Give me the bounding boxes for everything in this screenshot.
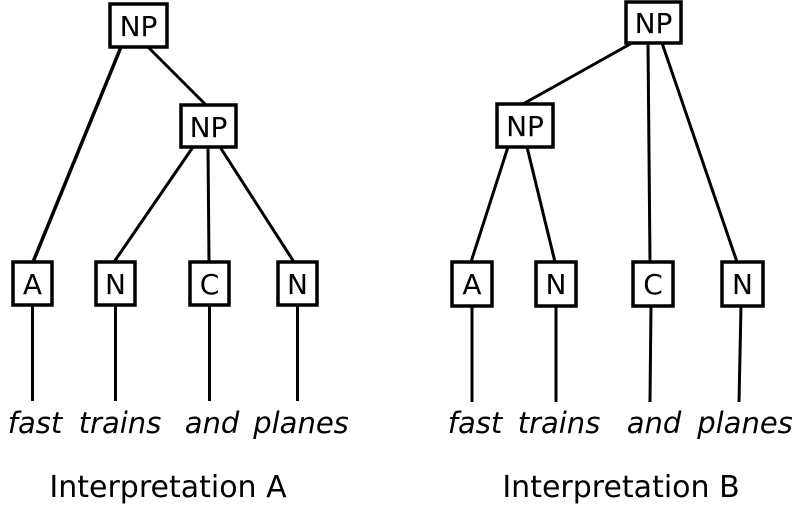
edge-rootB-to-innerNP (522, 41, 633, 106)
leaf-box-n1 (534, 260, 578, 308)
leaf-label-c: C (643, 268, 663, 301)
leaf-box-n1 (94, 260, 137, 307)
leaf-label-n1: N (105, 268, 126, 301)
leaf-label-n1: N (546, 268, 567, 301)
tree-interpretation-b: NP NP A N C N fast trains and planes Int… (448, 0, 793, 505)
edge-rootB-to-C (646, 42, 652, 263)
edge-rootB-to-N2 (660, 42, 739, 263)
np-inner-box (179, 103, 238, 149)
edge-innerB-to-N1 (525, 146, 557, 263)
edge-innerA-to-N2 (218, 146, 296, 263)
np-root-box (624, 0, 683, 45)
leaf-label-c: C (200, 268, 220, 301)
tree-interpretation-a: NP NP A N C N fast trains and planes Int… (8, 2, 349, 505)
leaf-word-trains: trains (518, 406, 601, 440)
word-stem-line (648, 305, 653, 403)
leaf-word-and: and (627, 406, 682, 440)
tree-a-caption: Interpretation A (49, 470, 287, 505)
leaf-box-a (11, 260, 54, 307)
leaf-word-fast: fast (8, 406, 64, 440)
edge-rootA-to-innerNP (146, 45, 208, 107)
np-inner-label: NP (190, 111, 228, 144)
leaf-box-n2 (720, 260, 765, 308)
np-root-box (108, 2, 169, 49)
np-root-label: NP (120, 10, 158, 43)
edge-innerA-to-N1 (112, 146, 195, 263)
leaf-box-n2 (276, 260, 319, 307)
edge-rootA-to-A (31, 46, 123, 263)
leaf-label-n2: N (287, 268, 308, 301)
leaf-word-and: and (185, 406, 240, 440)
leaf-box-a (450, 260, 494, 308)
tree-b-caption: Interpretation B (502, 470, 739, 505)
edge-innerB-to-A (469, 146, 510, 263)
word-stem-line (737, 305, 743, 403)
leaf-label-a: A (462, 268, 481, 301)
leaf-box-c (188, 260, 231, 307)
leaf-label-n2: N (732, 268, 753, 301)
np-root-label: NP (635, 7, 673, 40)
edge-innerA-to-C (206, 146, 211, 263)
leaf-box-c (631, 260, 675, 308)
leaf-word-planes: planes (696, 406, 793, 440)
np-inner-box (495, 102, 555, 149)
np-inner-label: NP (506, 110, 544, 143)
leaf-word-fast: fast (448, 406, 504, 440)
leaf-word-planes: planes (252, 406, 349, 440)
leaf-label-a: A (23, 268, 42, 301)
leaf-word-trains: trains (79, 406, 162, 440)
